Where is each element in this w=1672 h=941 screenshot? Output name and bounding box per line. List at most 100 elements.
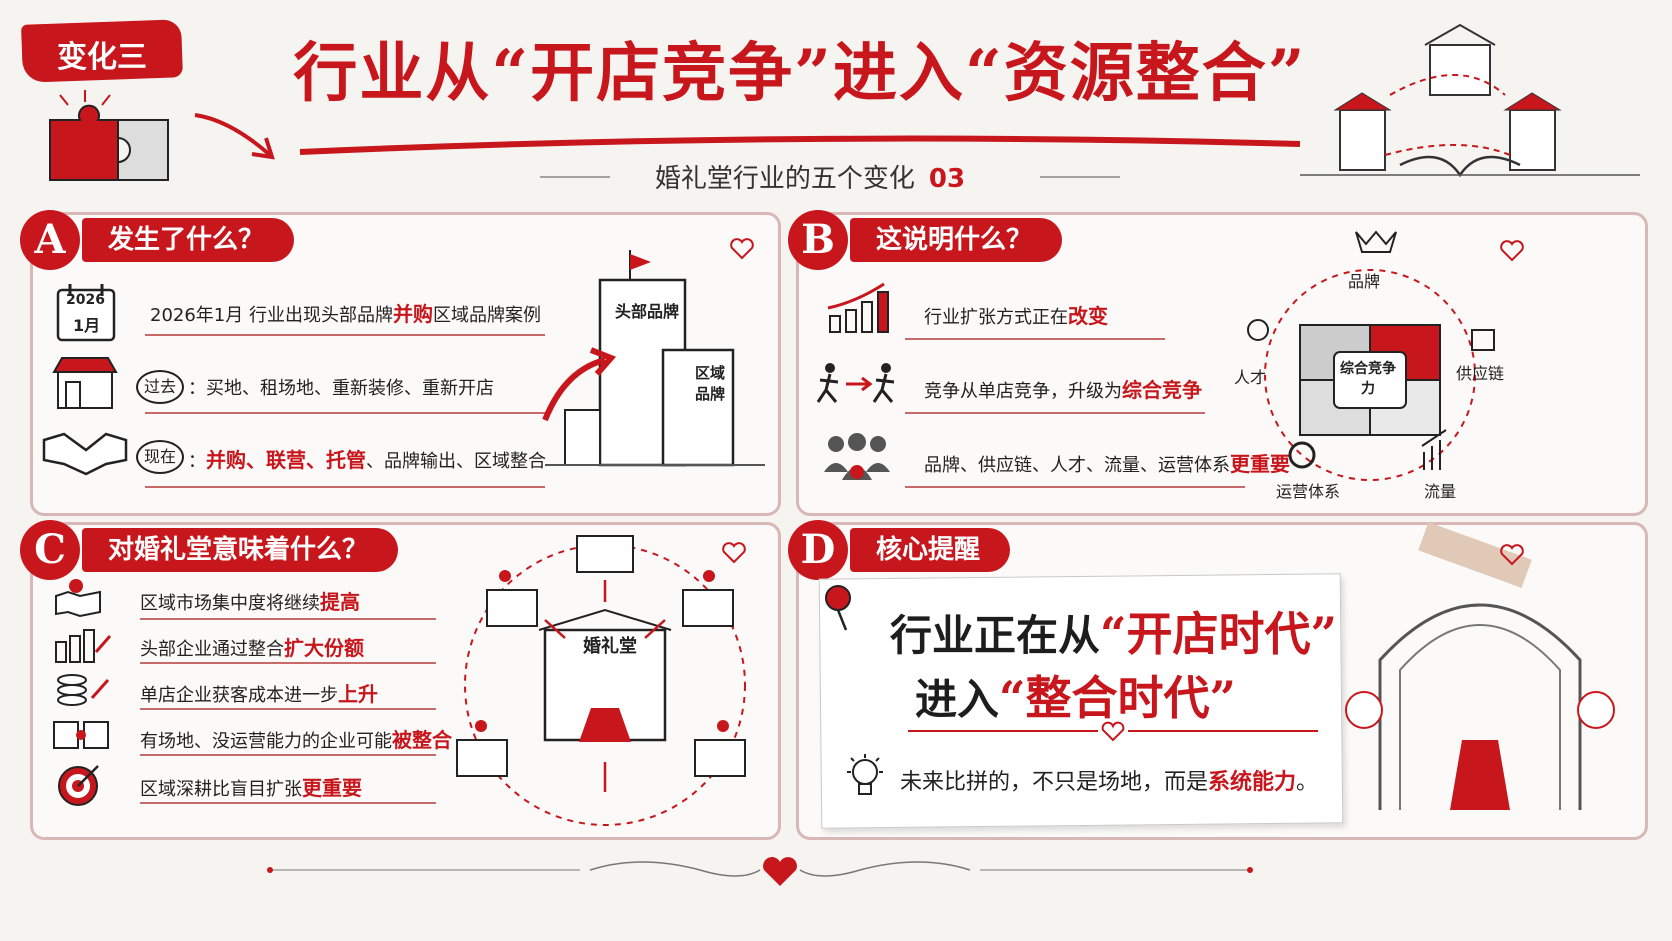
badge-a: A — [20, 210, 80, 270]
change-tag: 变化三 — [21, 19, 183, 83]
c-item-1: 区域市场集中度将继续提高 — [140, 586, 360, 615]
now-label: 现在 — [136, 440, 184, 474]
divider — [905, 412, 1205, 414]
c-item-2-hl: 扩大份额 — [284, 636, 364, 660]
subtitle-ornament — [540, 176, 1120, 178]
diagram-left: 人才 — [1234, 368, 1267, 387]
a-now-colon: ： — [188, 451, 206, 472]
divider — [140, 754, 436, 756]
divider — [140, 662, 436, 664]
b-row1: 行业扩张方式正在改变 — [924, 300, 1108, 329]
section-c-title: 对婚礼堂意味着什么？ — [82, 528, 399, 572]
growth-chart-icon — [827, 282, 889, 333]
divider — [905, 486, 1245, 488]
diagram-bottom-right: 流量 — [1424, 482, 1457, 501]
c-item-5-pre: 区域深耕比盲目扩张 — [140, 779, 302, 800]
building-head-brand: 头部品牌 — [614, 302, 679, 321]
heart-icon — [722, 542, 746, 564]
b-row3-hl: 更重要 — [1230, 452, 1290, 476]
a-row1: 2026年1月 行业出现头部品牌并购区域品牌案例 — [150, 298, 541, 327]
a-row1-hl: 并购 — [392, 302, 433, 326]
past-label: 过去 — [136, 370, 184, 404]
title-underline — [299, 135, 1301, 155]
runners-icon — [816, 363, 895, 403]
section-b-title: 这说明什么？ — [850, 218, 1063, 262]
c-item-1-hl: 提高 — [320, 590, 360, 614]
a-past-text: ：买地、租场地、重新装修、重新开店 — [188, 378, 494, 399]
d-note-post: 。 — [1296, 770, 1319, 795]
divider — [140, 708, 436, 710]
d-line1-pre: 行业正在从 — [890, 611, 1101, 660]
b-row2-pre: 竞争从单店竞争，升级为 — [924, 381, 1122, 402]
shop-icon — [52, 357, 118, 409]
venue-network-illustration — [456, 535, 746, 826]
d-line1: 行业正在从“开店时代” — [890, 598, 1337, 664]
c-item-3: 单店企业获客成本进一步上升 — [140, 678, 378, 707]
subtitle: 婚礼堂行业的五个变化 03 — [540, 158, 1080, 195]
heart-icon — [1500, 544, 1524, 566]
lightbulb-icon — [847, 754, 883, 795]
wedding-arch-illustration — [1345, 522, 1615, 810]
diagram-top: 品牌 — [1348, 272, 1381, 291]
buildings-illustration — [542, 250, 765, 467]
divider — [140, 802, 436, 804]
d-note: 未来比拼的，不只是场地，而是系统能力。 — [900, 764, 1318, 796]
a-now-post: 、品牌输出、区域整合 — [366, 451, 546, 472]
building-regional-brand: 区域品牌 — [694, 364, 725, 403]
d-line2: 进入“整合时代” — [915, 662, 1236, 728]
subtitle-number: 03 — [928, 164, 966, 194]
arrow-icon — [194, 113, 275, 160]
team-icon — [824, 433, 890, 480]
c-item-3-hl: 上升 — [338, 682, 378, 706]
map-pin-icon — [55, 579, 101, 618]
diagram-bottom-left: 运营体系 — [1276, 482, 1341, 501]
divider — [145, 412, 545, 414]
heart-icon — [730, 238, 754, 260]
b-row2-hl: 综合竞争 — [1122, 378, 1202, 402]
pushpin-icon — [825, 585, 851, 631]
heart-icon — [1500, 240, 1524, 262]
buildings-handshake-illustration — [1300, 23, 1640, 178]
b-row3-pre: 品牌、供应链、人才、流量、运营体系 — [924, 455, 1230, 476]
section-d-title: 核心提醒 — [850, 528, 1011, 572]
badge-c: C — [20, 520, 80, 580]
d-note-hl: 系统能力 — [1208, 770, 1297, 795]
coins-icon — [57, 674, 110, 706]
puzzle-pieces-icon — [49, 90, 169, 181]
a-row1-pre: 2026年1月 行业出现头部品牌 — [150, 305, 393, 326]
subtitle-text: 婚礼堂行业的五个变化 — [654, 164, 915, 194]
a-now-hl: 并购、联营、托管 — [206, 448, 366, 472]
diagram-center: 综合竞争力 — [1340, 361, 1396, 397]
b-row1-pre: 行业扩张方式正在 — [924, 307, 1068, 328]
divider — [145, 486, 545, 488]
d-line2-pre: 进入 — [915, 675, 1000, 724]
c-item-4: 有场地、没运营能力的企业可能被整合 — [140, 724, 452, 753]
b-row3: 品牌、供应链、人才、流量、运营体系更重要 — [924, 448, 1290, 477]
b-row1-hl: 改变 — [1068, 304, 1108, 328]
c-item-4-hl: 被整合 — [392, 728, 452, 752]
d-line1-hl: “开店时代” — [1100, 607, 1337, 661]
c-item-4-pre: 有场地、没运营能力的企业可能 — [140, 731, 392, 752]
venue-sign: 婚礼堂 — [583, 636, 637, 657]
a-now-row: ：并购、联营、托管、品牌输出、区域整合 — [188, 444, 546, 473]
divider — [145, 334, 545, 336]
page-title: 行业从“开店竞争”进入“资源整合” — [293, 36, 1307, 111]
c-item-5: 区域深耕比盲目扩张更重要 — [140, 772, 362, 801]
panel-what-it-means — [796, 212, 1648, 516]
diagram-right: 供应链 — [1456, 364, 1505, 383]
puzzle-icon — [53, 721, 109, 749]
heart-divider — [908, 721, 1318, 742]
divider — [905, 338, 1165, 340]
bar-growth-icon — [55, 629, 112, 663]
c-item-2-pre: 头部企业通过整合 — [140, 639, 284, 660]
badge-d: D — [788, 520, 848, 580]
competitiveness-diagram — [1247, 230, 1495, 481]
calendar-year: 2026 — [66, 292, 105, 308]
handshake-icon — [42, 432, 128, 476]
badge-b: B — [788, 210, 848, 270]
d-note-pre: 未来比拼的，不只是场地，而是 — [900, 770, 1209, 795]
change-tag-label: 变化三 — [57, 40, 147, 75]
footer-ornament — [267, 857, 1253, 886]
c-item-1-pre: 区域市场集中度将继续 — [140, 593, 320, 614]
d-line2-hl: “整合时代” — [999, 671, 1236, 725]
